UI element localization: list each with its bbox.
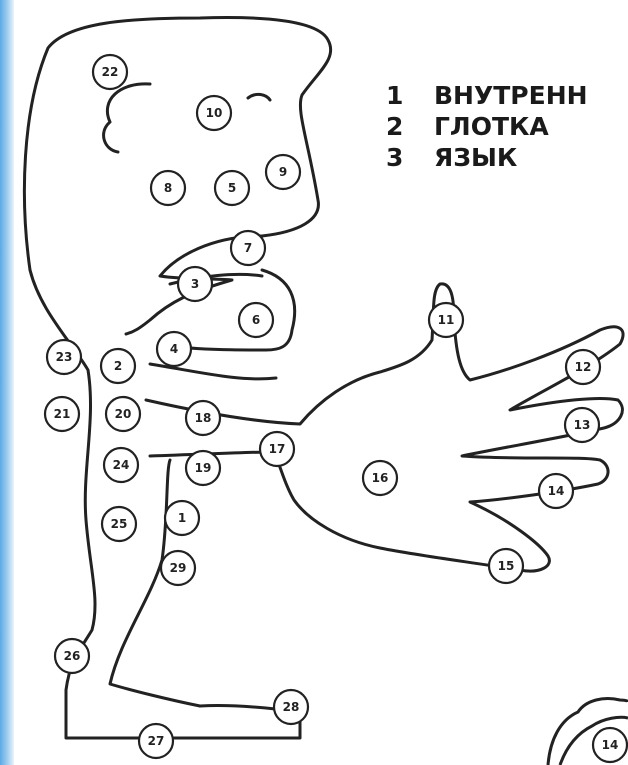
point-14-partial[interactable]: 14 <box>593 728 627 762</box>
point-19[interactable]: 19 <box>186 451 220 485</box>
svg-text:28: 28 <box>283 700 300 714</box>
svg-text:14: 14 <box>548 484 565 498</box>
svg-text:22: 22 <box>102 65 119 79</box>
svg-text:20: 20 <box>115 407 132 421</box>
point-6[interactable]: 6 <box>239 303 273 337</box>
svg-text:15: 15 <box>498 559 515 573</box>
eye-outline <box>248 94 270 100</box>
point-1[interactable]: 1 <box>165 501 199 535</box>
point-23[interactable]: 23 <box>47 340 81 374</box>
svg-text:25: 25 <box>111 517 128 531</box>
point-7[interactable]: 7 <box>231 231 265 265</box>
svg-text:27: 27 <box>148 734 165 748</box>
legend-row-1: 1ВНУТРЕНН <box>386 80 588 111</box>
point-13[interactable]: 13 <box>565 408 599 442</box>
point-4[interactable]: 4 <box>157 332 191 366</box>
svg-text:1: 1 <box>178 511 186 525</box>
point-14[interactable]: 14 <box>539 474 573 508</box>
point-25[interactable]: 25 <box>102 507 136 541</box>
svg-text:17: 17 <box>269 442 286 456</box>
point-9[interactable]: 9 <box>266 155 300 189</box>
point-17[interactable]: 17 <box>260 432 294 466</box>
ear-outline <box>104 84 150 152</box>
point-18[interactable]: 18 <box>186 401 220 435</box>
point-12[interactable]: 12 <box>566 350 600 384</box>
point-21[interactable]: 21 <box>45 397 79 431</box>
svg-text:18: 18 <box>195 411 212 425</box>
point-22[interactable]: 22 <box>93 55 127 89</box>
point-8[interactable]: 8 <box>151 171 185 205</box>
point-11[interactable]: 11 <box>429 303 463 337</box>
point-15[interactable]: 15 <box>489 549 523 583</box>
svg-text:19: 19 <box>195 461 212 475</box>
point-3[interactable]: 3 <box>178 267 212 301</box>
svg-text:4: 4 <box>170 342 178 356</box>
svg-text:16: 16 <box>372 471 389 485</box>
legend-number: 1 <box>386 80 434 111</box>
legend-row-2: 2ГЛОТКА <box>386 111 588 142</box>
point-16[interactable]: 16 <box>363 461 397 495</box>
legend-row-3: 3ЯЗЫК <box>386 142 588 173</box>
svg-text:26: 26 <box>64 649 81 663</box>
legend-label: ВНУТРЕНН <box>434 81 588 110</box>
svg-text:7: 7 <box>244 241 252 255</box>
svg-text:23: 23 <box>56 350 73 364</box>
legend-number: 2 <box>386 111 434 142</box>
point-29[interactable]: 29 <box>161 551 195 585</box>
point-2[interactable]: 2 <box>101 349 135 383</box>
svg-text:14: 14 <box>602 738 619 752</box>
legend-label: ЯЗЫК <box>434 143 517 172</box>
point-27[interactable]: 27 <box>139 724 173 758</box>
svg-text:10: 10 <box>206 106 223 120</box>
point-28[interactable]: 28 <box>274 690 308 724</box>
svg-text:8: 8 <box>164 181 172 195</box>
point-20[interactable]: 20 <box>106 397 140 431</box>
head-outline <box>24 18 330 270</box>
svg-text:9: 9 <box>279 165 287 179</box>
legend-label: ГЛОТКА <box>434 112 549 141</box>
svg-text:3: 3 <box>191 277 199 291</box>
svg-text:13: 13 <box>574 418 591 432</box>
svg-text:24: 24 <box>113 458 130 472</box>
svg-text:6: 6 <box>252 313 260 327</box>
svg-text:11: 11 <box>438 313 455 327</box>
point-10[interactable]: 10 <box>197 96 231 130</box>
legend-number: 3 <box>386 142 434 173</box>
svg-text:12: 12 <box>575 360 592 374</box>
svg-text:5: 5 <box>228 181 236 195</box>
svg-text:29: 29 <box>170 561 187 575</box>
point-24[interactable]: 24 <box>104 448 138 482</box>
svg-text:21: 21 <box>54 407 71 421</box>
point-26[interactable]: 26 <box>55 639 89 673</box>
point-5[interactable]: 5 <box>215 171 249 205</box>
legend: 1ВНУТРЕНН 2ГЛОТКА 3ЯЗЫК <box>386 80 588 173</box>
svg-text:2: 2 <box>114 359 122 373</box>
